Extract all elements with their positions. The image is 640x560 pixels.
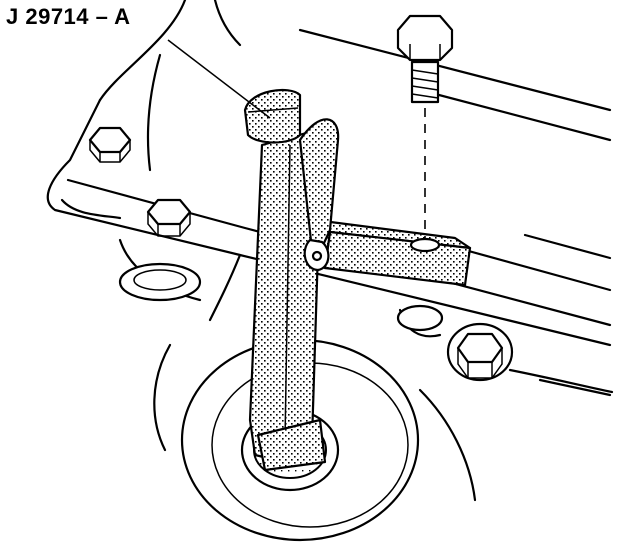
housing-bolt-right — [446, 322, 514, 382]
housing-bolt-center — [146, 198, 192, 237]
callout-leader-line — [167, 39, 271, 119]
housing-boss-right — [396, 304, 444, 332]
tool-callout-label: J 29714 – A — [6, 4, 131, 29]
housing-boss-left — [118, 262, 202, 302]
mounting-bolt — [396, 14, 454, 104]
engine-block-housing — [46, 0, 614, 502]
tool-support-bracket — [310, 218, 472, 287]
tool-j29714a — [243, 88, 340, 472]
housing-bolt-left — [88, 126, 132, 163]
